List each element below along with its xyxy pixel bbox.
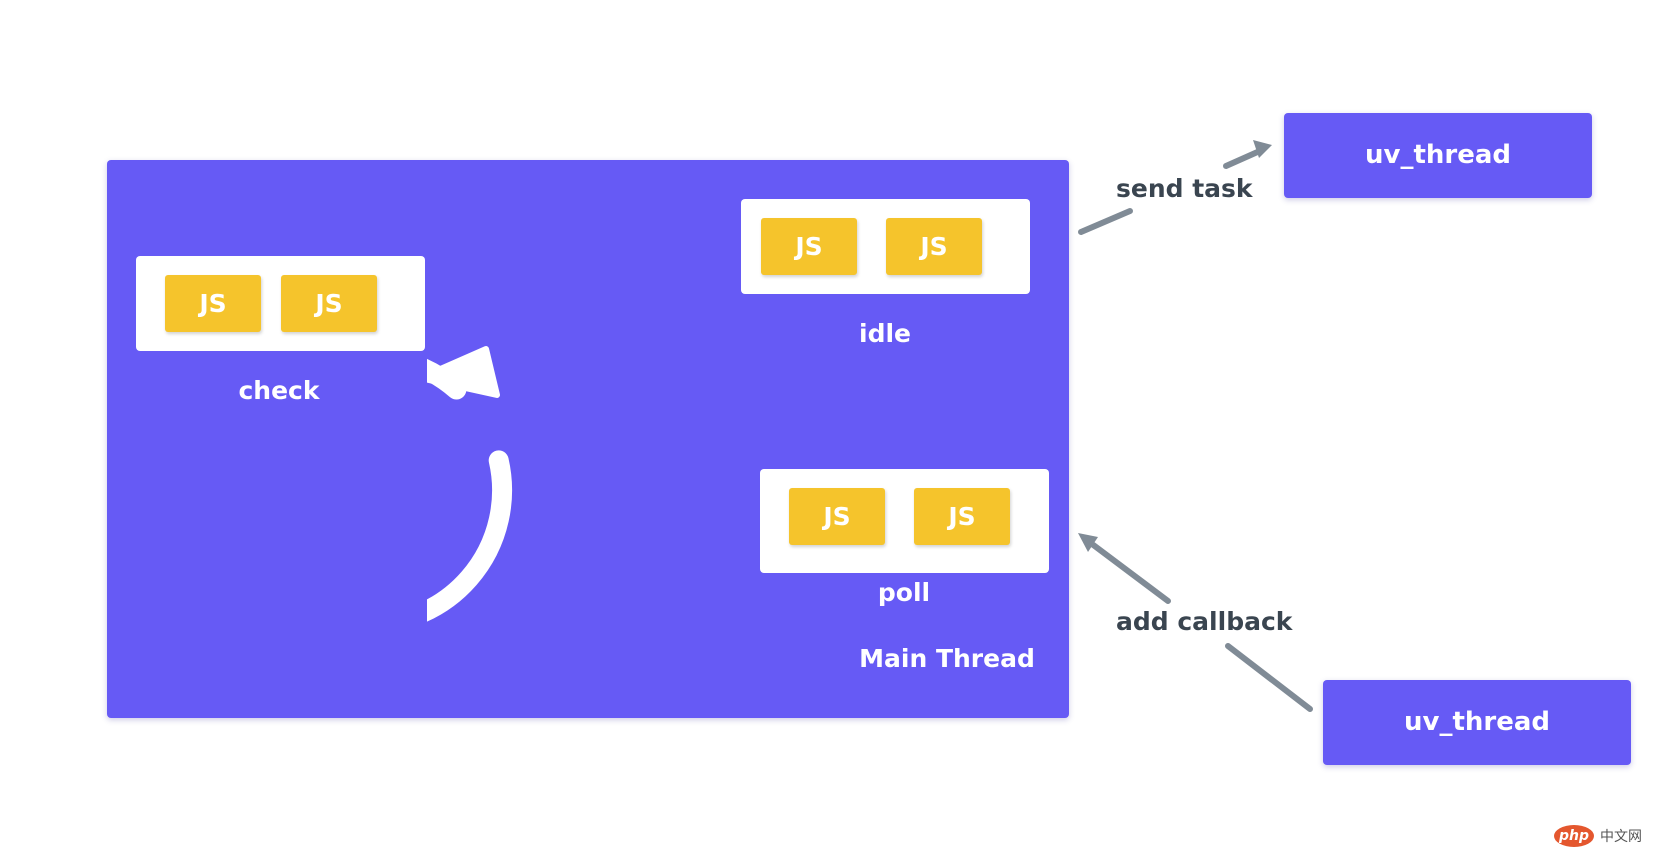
js-task-chip: JS: [281, 275, 377, 332]
send-task-arrowhead: [1253, 140, 1272, 158]
add-callback-arrow-tail: [1225, 643, 1313, 712]
poll-phase-label: poll: [877, 578, 931, 607]
check-phase-label: check: [238, 376, 320, 405]
main-thread-box: JS JS check JS JS idle JS JS poll Main T…: [107, 160, 1069, 718]
send-task-arrow-shaft: [1223, 147, 1265, 169]
php-logo-icon: php: [1554, 825, 1594, 847]
watermark-text: 中文网: [1600, 829, 1642, 845]
uv-thread-bottom: uv_thread: [1323, 680, 1631, 765]
circular-arrow-icon: [427, 346, 513, 622]
main-thread-label: Main Thread: [859, 644, 1035, 673]
add-callback-arrowhead: [1078, 533, 1098, 552]
js-task-chip: JS: [789, 488, 885, 545]
send-task-arrow-tail: [1078, 208, 1133, 235]
uv-thread-top: uv_thread: [1284, 113, 1592, 198]
add-callback-label: add callback: [1116, 607, 1293, 636]
js-task-chip: JS: [761, 218, 857, 275]
add-callback-arrow-shaft: [1085, 538, 1171, 604]
js-task-chip: JS: [165, 275, 261, 332]
idle-queue: JS JS: [741, 199, 1030, 294]
poll-queue: JS JS: [760, 469, 1049, 573]
js-task-chip: JS: [886, 218, 982, 275]
check-queue: JS JS: [136, 256, 425, 351]
site-watermark: php 中文网: [1554, 825, 1642, 847]
send-task-label: send task: [1116, 174, 1253, 203]
idle-phase-label: idle: [859, 319, 911, 348]
js-task-chip: JS: [914, 488, 1010, 545]
